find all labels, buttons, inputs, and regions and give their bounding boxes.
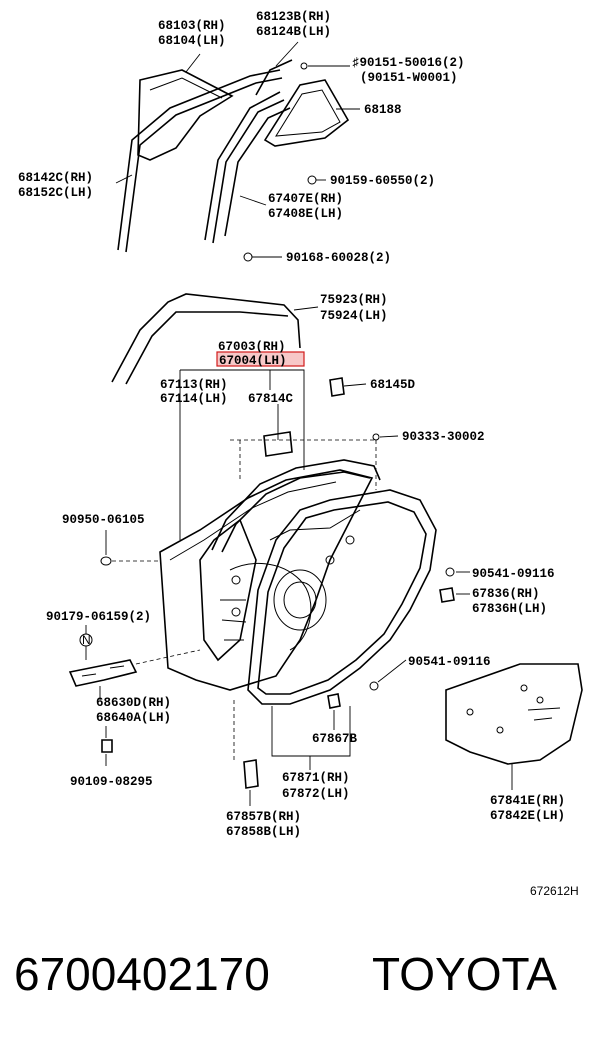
clip-icon — [372, 433, 380, 441]
label-68124b: 68124B(LH) — [256, 25, 331, 39]
plug-icon — [100, 556, 112, 566]
door-hinge — [68, 659, 138, 687]
belt-moulding — [255, 59, 293, 96]
door-panel — [159, 469, 374, 691]
label-67004: 67004(LH) — [219, 354, 287, 368]
label-67003: 67003(RH) — [218, 340, 286, 354]
label-90151-b: (90151-W0001) — [360, 71, 458, 85]
quarter-glass-68188 — [263, 79, 350, 147]
label-67841e: 67841E(RH) — [490, 794, 565, 808]
label-68145d: 68145D — [370, 378, 416, 392]
label-67872: 67872(LH) — [282, 787, 350, 801]
label-68123b: 68123B(RH) — [256, 10, 331, 24]
label-75923: 75923(RH) — [320, 293, 388, 307]
bolt-icon — [445, 567, 455, 577]
label-67407e: 67407E(RH) — [268, 192, 343, 206]
door-glass — [137, 69, 234, 161]
diagram-code: 672612H — [530, 884, 579, 898]
part-number: 6700402170 — [14, 948, 270, 1000]
label-68103: 68103(RH) — [158, 19, 226, 33]
label-68188: 68188 — [364, 103, 402, 117]
label-90151-a: ♯90151-50016(2) — [352, 56, 465, 70]
label-90541-b: 90541-09116 — [408, 655, 491, 669]
striker-67836 — [439, 587, 455, 603]
screw-icon — [307, 175, 317, 185]
cover-67857b — [243, 759, 259, 789]
label-67857b: 67857B(RH) — [226, 810, 301, 824]
label-67814c: 67814C — [248, 392, 294, 406]
label-67408e: 67408E(LH) — [268, 207, 343, 221]
label-90541-a: 90541-09116 — [472, 567, 555, 581]
label-90109: 90109-08295 — [70, 775, 153, 789]
label-68630d: 68630D(RH) — [96, 696, 171, 710]
label-90168: 90168-60028(2) — [286, 251, 391, 265]
label-68142c: 68142C(RH) — [18, 171, 93, 185]
label-67113: 67113(RH) — [160, 378, 228, 392]
door-frame-moulding — [111, 293, 301, 383]
label-67836: 67836(RH) — [472, 587, 540, 601]
run-channel-68142c — [117, 69, 281, 251]
clip-68145d — [329, 377, 345, 397]
label-90179: 90179-06159(2) — [46, 610, 151, 624]
label-67836h: 67836H(LH) — [472, 602, 547, 616]
label-68640a: 68640A(LH) — [96, 711, 171, 725]
label-90950: 90950-06105 — [62, 513, 145, 527]
label-67871: 67871(RH) — [282, 771, 350, 785]
label-68104: 68104(LH) — [158, 34, 226, 48]
note-n: N — [82, 633, 91, 647]
label-90333: 90333-30002 — [402, 430, 485, 444]
bolt-icon — [101, 739, 113, 753]
bolt-icon — [369, 681, 379, 691]
door-weatherstrip — [247, 489, 437, 705]
stopper-67867b — [327, 693, 341, 709]
service-hole-cover — [445, 663, 583, 765]
door-glass-run — [204, 91, 281, 241]
label-67867b: 67867B — [312, 732, 358, 746]
label-90159: 90159-60550(2) — [330, 174, 435, 188]
highlight-box — [216, 351, 305, 367]
label-67858b: 67858B(LH) — [226, 825, 301, 839]
brand-name: TOYOTA — [372, 948, 557, 1000]
label-67842e: 67842E(LH) — [490, 809, 565, 823]
pad-67814c — [263, 431, 293, 457]
clip-icon — [300, 62, 308, 70]
label-75924: 75924(LH) — [320, 309, 388, 323]
bolt-icon — [243, 252, 253, 262]
label-68152c: 68152C(LH) — [18, 186, 93, 200]
label-67114: 67114(LH) — [160, 392, 228, 406]
